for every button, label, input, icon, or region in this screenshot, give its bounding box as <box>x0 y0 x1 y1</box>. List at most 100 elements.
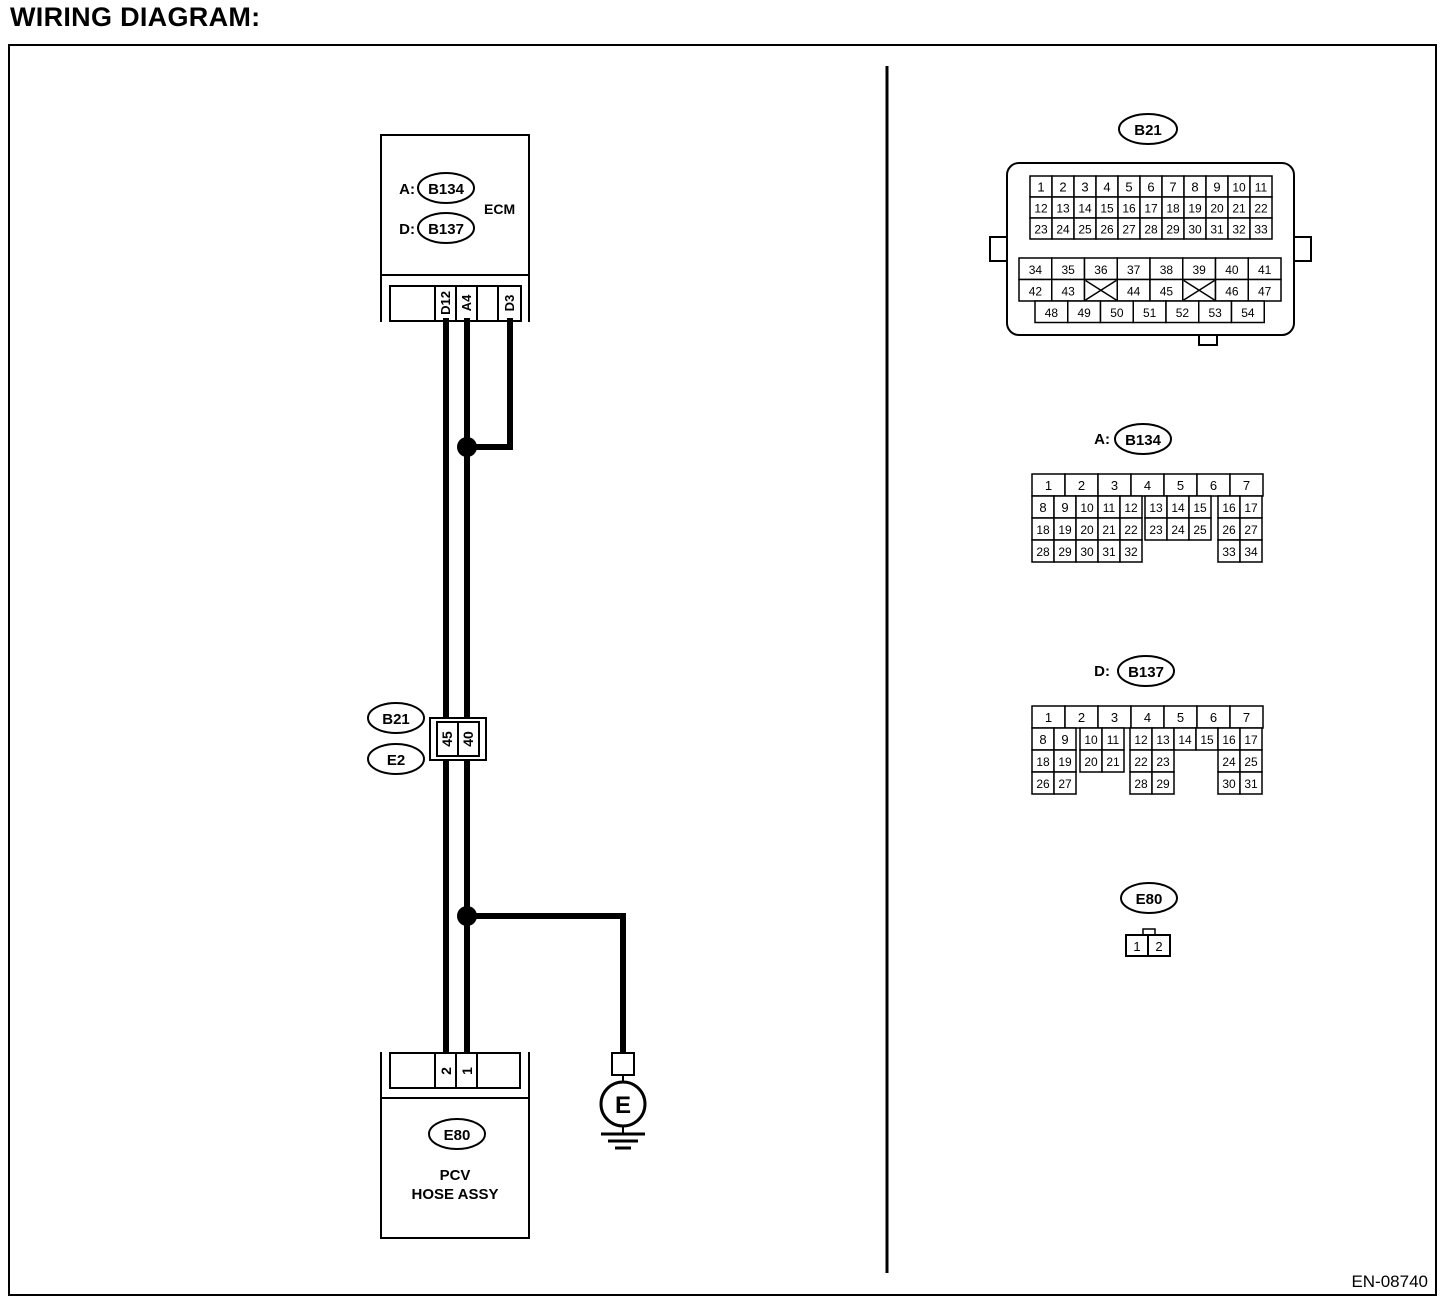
b134-pin-2: 2 <box>1064 473 1099 497</box>
b134-pin-13: 13 <box>1144 495 1168 519</box>
b134-view-prefix: A: <box>1094 431 1110 448</box>
pin-number: 2 <box>1059 180 1066 195</box>
b21-pin-25: 25 <box>1073 217 1097 240</box>
pin-number: 7 <box>1169 180 1176 195</box>
b134-pin-25: 25 <box>1188 517 1212 541</box>
b134-pin-15: 15 <box>1188 495 1212 519</box>
pin-number: 24 <box>1056 223 1070 237</box>
pin-number: 28 <box>1036 545 1050 559</box>
connector-view-e80: E80 1 2 <box>1120 882 1178 957</box>
b21-pin-33: 33 <box>1249 217 1273 240</box>
b21-pin-3: 3 <box>1073 175 1097 198</box>
pin-number: 9 <box>1213 180 1220 195</box>
pin-number: 33 <box>1254 223 1268 237</box>
pin-number: 9 <box>1061 500 1068 515</box>
b21-pin-34: 34 <box>1018 257 1053 281</box>
b21-pin-42: 42 <box>1018 278 1053 302</box>
page-title: WIRING DIAGRAM: <box>10 2 261 32</box>
b137-pin-15: 15 <box>1195 727 1219 751</box>
pin-number: 12 <box>1124 501 1138 515</box>
pin-number: 29 <box>1166 223 1180 237</box>
pin-number: 5 <box>1125 180 1132 195</box>
b137-pin-7: 7 <box>1229 705 1264 729</box>
pin-number: 14 <box>1078 202 1092 216</box>
b134-pin-3: 3 <box>1097 473 1132 497</box>
b21-pin-4: 4 <box>1095 175 1119 198</box>
b21-pin-48: 48 <box>1034 300 1069 324</box>
pin-number: 37 <box>1127 263 1141 277</box>
b137-pin-18: 18 <box>1031 749 1055 773</box>
b137-pin-12: 12 <box>1129 727 1153 751</box>
b21-pin-11: 11 <box>1249 175 1273 198</box>
b21-pin-54: 54 <box>1230 300 1265 324</box>
splice-upper <box>457 437 477 457</box>
pin-number: 21 <box>1106 755 1120 769</box>
b134-pin-34: 34 <box>1239 539 1263 563</box>
b134-pin-22: 22 <box>1119 517 1143 541</box>
b134-pin-18: 18 <box>1031 517 1055 541</box>
pin-number: 16 <box>1222 501 1236 515</box>
b21-pin-38: 38 <box>1149 257 1184 281</box>
b137-pin-11: 11 <box>1101 727 1125 751</box>
b137-pin-26: 26 <box>1031 771 1055 795</box>
pin-number: 44 <box>1127 284 1141 298</box>
pin-number: 2 <box>1078 478 1085 493</box>
joint-code-b21: B21 <box>382 711 410 728</box>
pin-number: 17 <box>1244 733 1258 747</box>
pcv-pin-2: 2 <box>438 1067 454 1075</box>
b21-pin-15: 15 <box>1095 196 1119 219</box>
b134-pin-24: 24 <box>1166 517 1190 541</box>
b21-pin-8: 8 <box>1183 175 1207 198</box>
b21-pin-23: 23 <box>1029 217 1053 240</box>
b134-pin-26: 26 <box>1217 517 1241 541</box>
pin-number: 28 <box>1134 777 1148 791</box>
b21-pin-20: 20 <box>1205 196 1229 219</box>
pin-number: 16 <box>1122 202 1136 216</box>
ecm-terminal-d3: D3 <box>502 295 517 312</box>
pin-number: 35 <box>1061 263 1075 277</box>
pin-number: 21 <box>1102 523 1116 537</box>
b21-pin-12: 12 <box>1029 196 1053 219</box>
b137-pin-9: 9 <box>1053 727 1077 751</box>
pin-number: 25 <box>1244 755 1258 769</box>
b21-pin-16: 16 <box>1117 196 1141 219</box>
b134-pin-7: 7 <box>1229 473 1264 497</box>
pin-number: 26 <box>1100 223 1114 237</box>
b21-pin-50: 50 <box>1099 300 1134 324</box>
figure-id: EN-08740 <box>1351 1272 1428 1291</box>
pin-number: 8 <box>1191 180 1198 195</box>
pin-number: 6 <box>1210 710 1217 725</box>
b134-pin-29: 29 <box>1053 539 1077 563</box>
b21-pin-29: 29 <box>1161 217 1185 240</box>
b137-pin-23: 23 <box>1151 749 1175 773</box>
pcv-name-line1: PCV <box>440 1167 471 1184</box>
pin-number: 23 <box>1034 223 1048 237</box>
pin-number: 15 <box>1100 202 1114 216</box>
wire-d3 <box>464 318 513 450</box>
b137-pin-17: 17 <box>1239 727 1263 751</box>
b21-pin-31: 31 <box>1205 217 1229 240</box>
b134-pin-33: 33 <box>1217 539 1241 563</box>
pin-number: 17 <box>1144 202 1158 216</box>
pin-number: 24 <box>1171 523 1185 537</box>
ecm-ref-d-code: B137 <box>428 221 464 238</box>
pin-number: 25 <box>1193 523 1207 537</box>
pin-number: 24 <box>1222 755 1236 769</box>
b137-pin-16: 16 <box>1217 727 1241 751</box>
pin-number: 49 <box>1077 306 1091 320</box>
pin-number: 51 <box>1143 306 1157 320</box>
pin-number: 30 <box>1222 777 1236 791</box>
pin-number: 14 <box>1178 733 1192 747</box>
b137-pin-8: 8 <box>1031 727 1055 751</box>
pin-number: 31 <box>1210 223 1224 237</box>
b21-pin-6: 6 <box>1139 175 1163 198</box>
b21-pin-30: 30 <box>1183 217 1207 240</box>
b134-pin-20: 20 <box>1075 517 1099 541</box>
b137-pin-30: 30 <box>1217 771 1241 795</box>
pin-number: 26 <box>1222 523 1236 537</box>
pin-number: 19 <box>1188 202 1202 216</box>
b21-pin-47: 47 <box>1247 278 1282 302</box>
b137-pin-20: 20 <box>1079 749 1103 773</box>
b137-pin-21: 21 <box>1101 749 1125 773</box>
